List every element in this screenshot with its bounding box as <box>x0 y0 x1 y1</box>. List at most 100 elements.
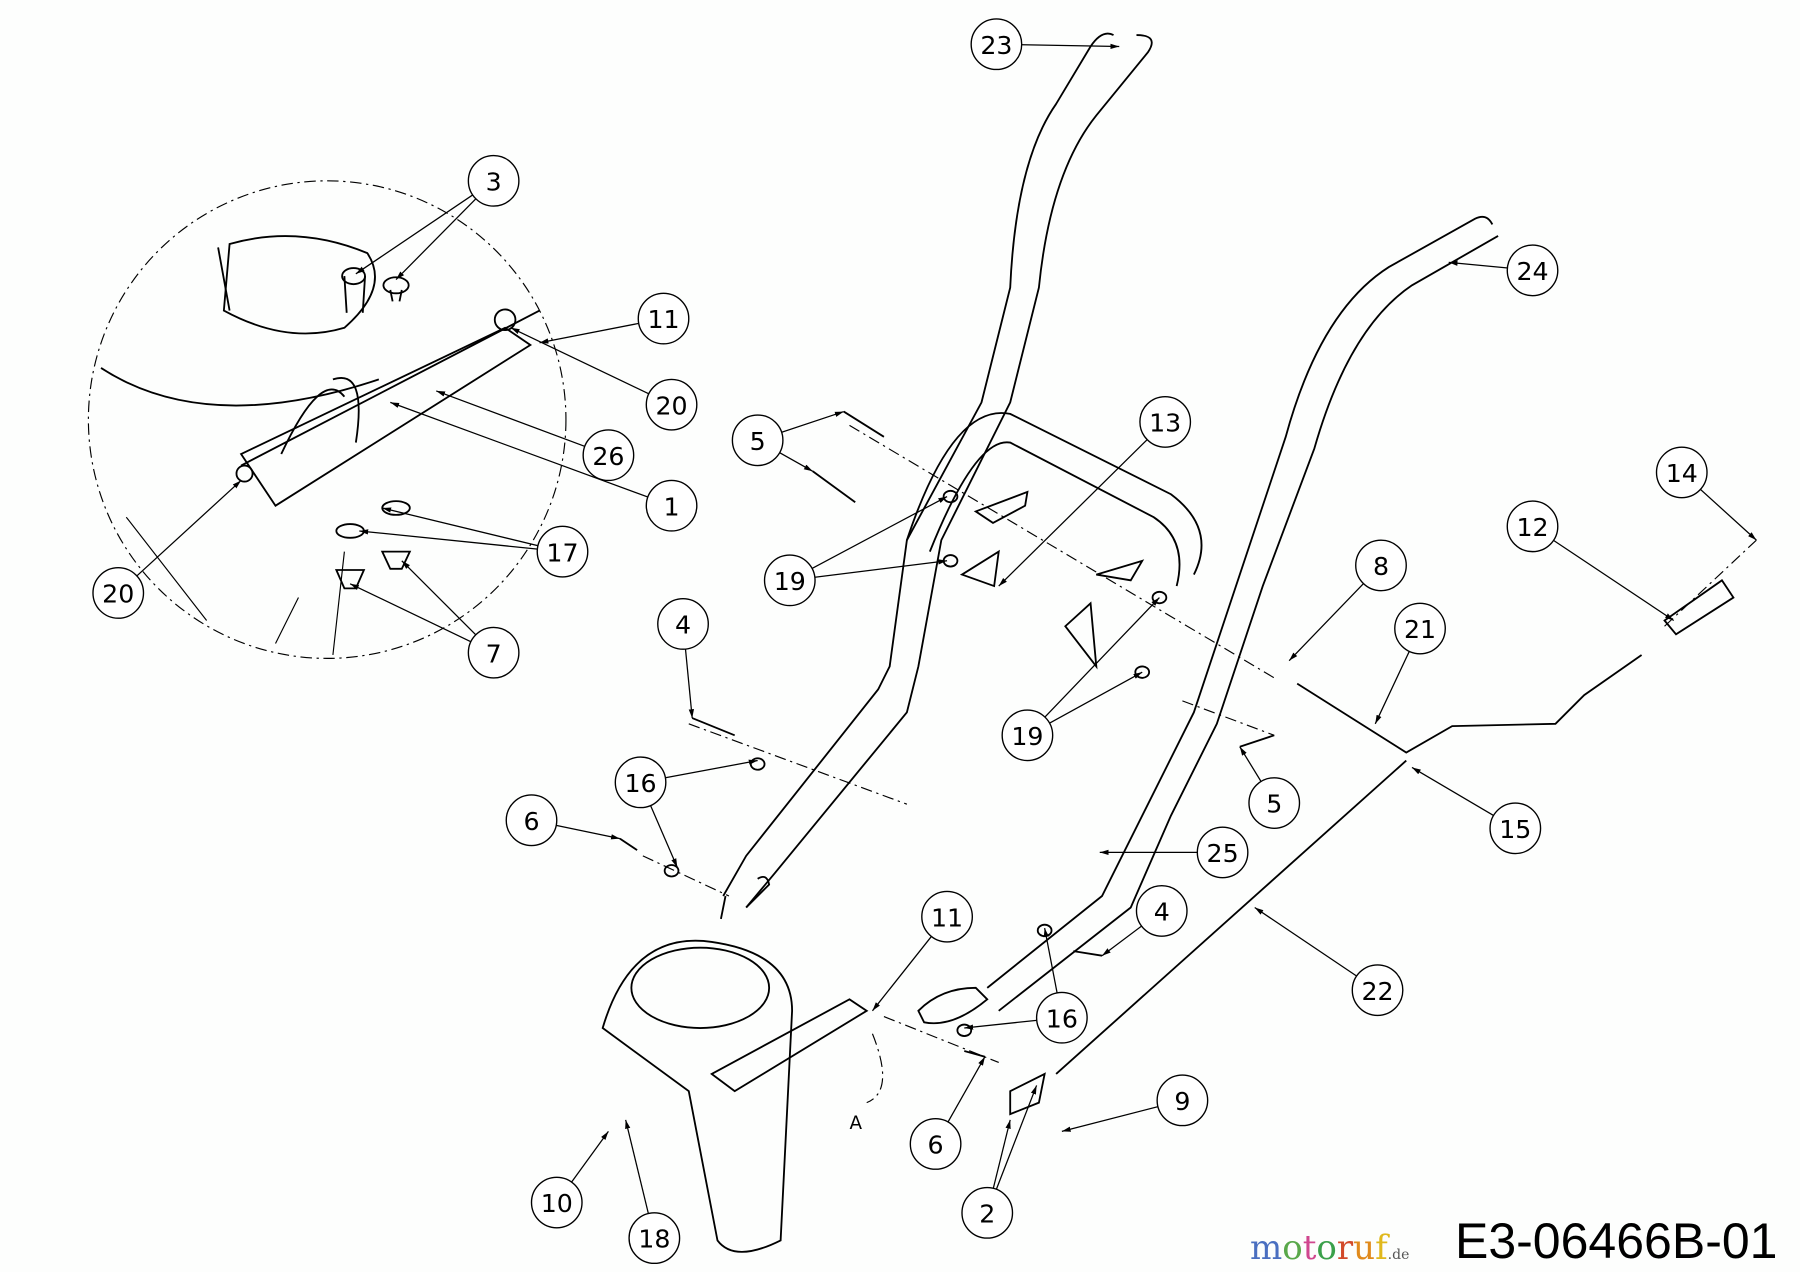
callout-number: 10 <box>541 1189 573 1218</box>
leader-line <box>436 390 609 456</box>
upper-handle-right <box>917 215 1499 1025</box>
callout-18: 18 <box>625 1119 681 1265</box>
callout-circle <box>909 1118 962 1170</box>
watermark-letter: o <box>1282 1228 1303 1268</box>
callouts: 3112026117720232451319198121421155254166… <box>92 18 1757 1265</box>
callout-circle <box>1001 709 1054 762</box>
callout-7: 7 <box>349 560 520 679</box>
callout-number: 20 <box>655 391 687 420</box>
callout-19: 19 <box>1001 597 1160 762</box>
leader-line <box>1026 597 1160 736</box>
callout-number: 4 <box>675 611 691 640</box>
callout-number: 15 <box>1499 815 1531 844</box>
callout-number: 19 <box>1011 722 1043 751</box>
callout-11: 11 <box>539 292 690 345</box>
watermark-letter: t <box>1302 1228 1317 1268</box>
watermark-letter: f <box>1375 1228 1388 1268</box>
callout-16: 16 <box>964 928 1088 1044</box>
callout-circle <box>763 554 816 607</box>
upper-handle-left <box>720 32 1153 920</box>
callout-1: 1 <box>390 401 698 532</box>
callout-number: 5 <box>1266 790 1282 819</box>
callout-number: 16 <box>624 769 656 798</box>
callout-number: 13 <box>1149 409 1181 438</box>
callout-circle <box>1351 964 1404 1017</box>
callout-number: 8 <box>1373 552 1389 581</box>
callout-24: 24 <box>1448 244 1559 297</box>
callout-circle <box>530 1176 583 1229</box>
callout-number: 23 <box>980 31 1012 60</box>
callout-number: 25 <box>1207 839 1239 868</box>
lower-handle-frame <box>906 412 1203 587</box>
callout-13: 13 <box>998 395 1192 587</box>
callout-number: 1 <box>664 492 680 521</box>
callout-circle <box>645 378 698 431</box>
callout-number: 17 <box>546 538 578 567</box>
callout-10: 10 <box>530 1130 609 1229</box>
callout-17: 17 <box>359 507 589 578</box>
callout-11: 11 <box>871 890 974 1012</box>
knobs <box>959 490 1145 670</box>
leader-line <box>359 529 563 553</box>
callout-circle <box>657 598 709 650</box>
callout-14: 14 <box>1655 446 1757 541</box>
callout-5: 5 <box>1239 746 1301 829</box>
callout-circle <box>1489 802 1542 855</box>
callout-circle <box>1506 500 1559 553</box>
callout-number: 4 <box>1154 898 1170 927</box>
watermark-letter: o <box>1316 1228 1337 1268</box>
callout-number: 18 <box>638 1225 670 1254</box>
callout-number: 5 <box>750 427 766 456</box>
callout-12: 12 <box>1506 500 1675 622</box>
callout-16: 16 <box>614 756 758 868</box>
callout-19: 19 <box>763 495 948 607</box>
callout-circle <box>1248 777 1301 829</box>
watermark-logo: motoruf.de <box>1250 1228 1409 1268</box>
callout-circle <box>1506 244 1559 297</box>
callout-2: 2 <box>961 1085 1038 1239</box>
callout-circle <box>1655 446 1708 499</box>
callout-number: 22 <box>1361 977 1393 1006</box>
callout-number: 11 <box>647 305 679 334</box>
callout-number: 9 <box>1174 1087 1190 1116</box>
callout-circle <box>1196 826 1249 879</box>
leader-line <box>789 559 948 581</box>
callout-circle <box>92 567 145 619</box>
callout-circle <box>467 626 520 679</box>
callout-number: 24 <box>1516 257 1548 286</box>
callout-3: 3 <box>355 154 520 281</box>
callout-6: 6 <box>505 794 621 847</box>
watermark-letter: r <box>1336 1228 1354 1268</box>
leader-line <box>382 507 563 553</box>
callout-number: 14 <box>1666 459 1698 488</box>
callout-25: 25 <box>1099 826 1249 879</box>
callout-circle <box>536 525 589 578</box>
callout-circle <box>1156 1074 1209 1127</box>
callout-23: 23 <box>970 18 1120 71</box>
callout-8: 8 <box>1288 539 1407 662</box>
callout-number: 3 <box>486 167 502 196</box>
callout-number: 26 <box>592 442 624 471</box>
leader-line <box>117 479 242 594</box>
callout-circle <box>628 1212 681 1265</box>
callout-circle <box>731 414 784 467</box>
callout-20: 20 <box>92 479 242 619</box>
callout-21: 21 <box>1374 602 1446 725</box>
detail-label: A <box>849 1113 862 1134</box>
callout-number: 19 <box>774 567 806 596</box>
callout-circle <box>467 154 520 207</box>
callout-number: 6 <box>928 1131 944 1160</box>
watermark-letter: u <box>1353 1228 1376 1268</box>
callout-number: 11 <box>931 903 963 932</box>
leader-line <box>1532 525 1675 622</box>
callout-circle <box>645 479 698 532</box>
callout-circle <box>637 292 690 345</box>
detail-view-a <box>87 180 567 659</box>
watermark-letter: m <box>1250 1228 1283 1268</box>
callout-number: 20 <box>102 580 134 609</box>
callout-20: 20 <box>510 327 698 431</box>
leader-line <box>789 495 948 581</box>
callout-circle <box>961 1186 1014 1239</box>
callout-circle <box>582 429 635 482</box>
